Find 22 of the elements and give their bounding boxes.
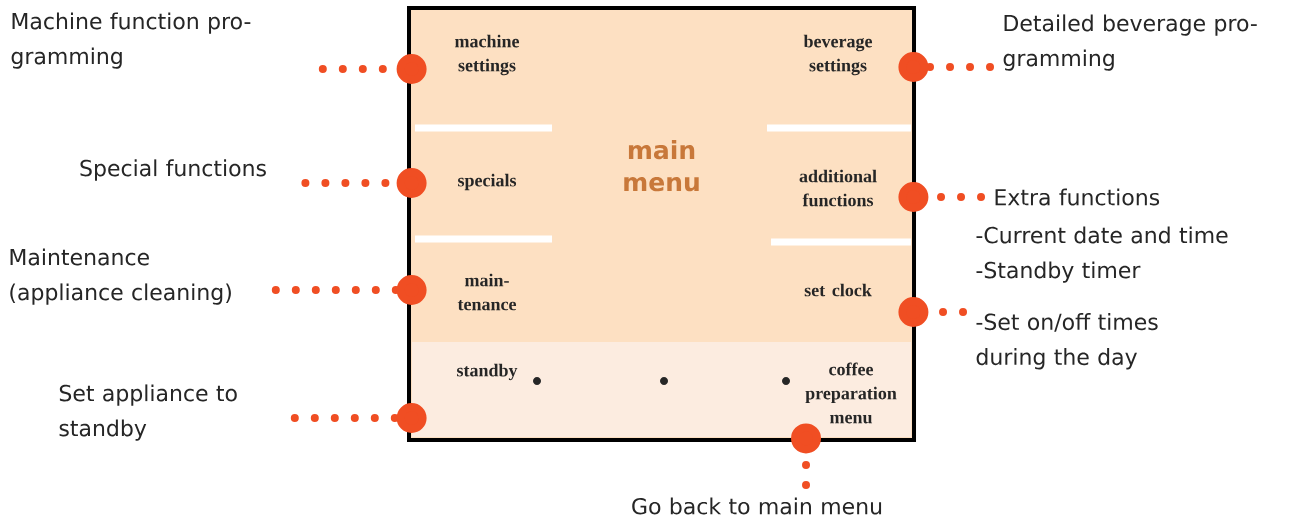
menu-option: machine settings bbox=[455, 34, 520, 76]
menu-option: additional functions bbox=[799, 169, 877, 207]
leader-line bbox=[898, 182, 985, 212]
leader-line bbox=[318, 54, 427, 84]
menu-option: set clock bbox=[804, 283, 872, 297]
leader-line bbox=[290, 403, 427, 433]
leader-line bbox=[301, 168, 427, 198]
menu-option: standby bbox=[457, 363, 518, 381]
menu-option: main- tenance bbox=[457, 273, 517, 311]
callout-text: Special functions bbox=[80, 159, 266, 181]
callout-text: -Current date and time -Standby timer -Set on/off times during the day bbox=[976, 226, 1228, 370]
callout-text: Machine function pro- gramming bbox=[11, 12, 251, 69]
callout-text: Set appliance to standby bbox=[59, 384, 237, 441]
leader-line bbox=[271, 275, 427, 305]
menu-option: beverage settings bbox=[803, 34, 873, 76]
callout-text: Extra functions bbox=[995, 188, 1160, 206]
leader-line bbox=[898, 52, 994, 82]
menu-option: specials bbox=[458, 173, 517, 191]
callout-text: Maintenance (appliance cleaning) bbox=[10, 248, 231, 305]
menu-option: coffee preparation menu bbox=[805, 362, 897, 424]
callout-text: Go back to main menu bbox=[632, 497, 882, 515]
callout-text: Detailed beverage pro- gramming bbox=[1003, 14, 1257, 71]
